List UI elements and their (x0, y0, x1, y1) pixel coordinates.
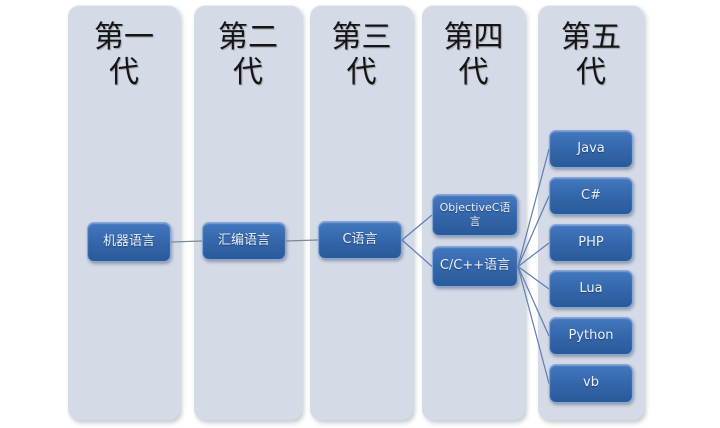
node-machine-language: 机器语言 (87, 222, 171, 262)
node-vb: vb (549, 364, 633, 403)
column-gen4: 第四代 ObjectiveC语言 C/C++语言 (422, 5, 525, 420)
column-gen2-title: 第二代 (218, 20, 278, 90)
node-csharp: C# (549, 177, 633, 215)
column-gen5: 第五代 Java C# PHP Lua Python vb (538, 5, 644, 420)
column-gen1-title: 第一代 (94, 20, 154, 90)
node-php: PHP (549, 224, 633, 262)
column-gen5-title: 第五代 (561, 20, 621, 90)
column-gen4-title: 第四代 (443, 20, 504, 90)
node-java: Java (549, 130, 633, 168)
node-python: Python (549, 317, 633, 355)
node-c-language: C语言 (318, 221, 402, 259)
node-objectivec-language: ObjectiveC语言 (432, 194, 518, 236)
node-lua: Lua (549, 270, 633, 308)
column-gen3-title: 第三代 (331, 20, 392, 90)
column-gen3: 第三代 C语言 (310, 5, 413, 420)
node-assembly-language: 汇编语言 (202, 222, 286, 260)
node-c-cpp-language: C/C++语言 (432, 246, 518, 287)
column-gen2: 第二代 汇编语言 (194, 5, 302, 420)
column-gen1: 第一代 机器语言 (68, 5, 180, 420)
